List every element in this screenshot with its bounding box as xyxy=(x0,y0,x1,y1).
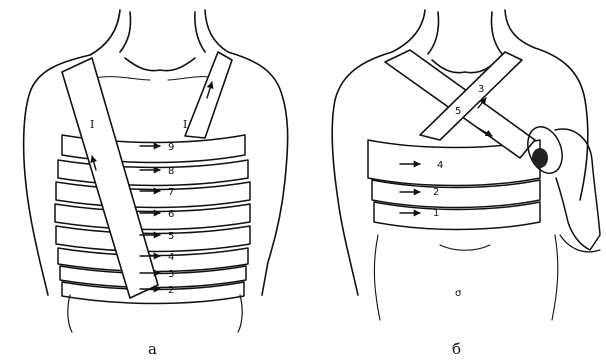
turn-number: 4 xyxy=(168,252,174,263)
turn-number: 2 xyxy=(433,187,439,198)
caption-a: а xyxy=(148,340,157,358)
turn-number: 1 xyxy=(433,208,439,219)
turn-number: 6 xyxy=(168,209,174,220)
shoulder-label: I xyxy=(183,118,187,131)
turn-number: 5 xyxy=(168,231,174,242)
torso-outline xyxy=(332,10,588,295)
turn-number: 4 xyxy=(437,160,443,171)
diagonal-strip xyxy=(62,58,158,298)
turn-number: 8 xyxy=(168,166,174,177)
crossing-label-3: 3 xyxy=(478,84,484,95)
turn-number: 7 xyxy=(168,187,174,198)
turn-numbers-b: 2 1 4 xyxy=(433,160,443,219)
crossing-label-5: 5 xyxy=(455,106,461,117)
turn-number: 9 xyxy=(168,142,174,153)
diagonal-label: I xyxy=(90,118,94,131)
caption-b: б xyxy=(452,340,461,358)
neck-lines xyxy=(428,12,502,73)
neck-lines xyxy=(120,12,205,71)
panel-b xyxy=(332,10,600,320)
abdomen-lines xyxy=(374,235,557,320)
navel-mark: σ xyxy=(455,288,462,299)
turn-number: 2 xyxy=(168,285,174,296)
panel-a xyxy=(24,10,288,332)
turn-numbers-a: 9 8 7 6 5 4 3 2 xyxy=(168,142,174,296)
turn-number: 3 xyxy=(168,269,174,280)
collarbone-lines xyxy=(95,77,215,80)
